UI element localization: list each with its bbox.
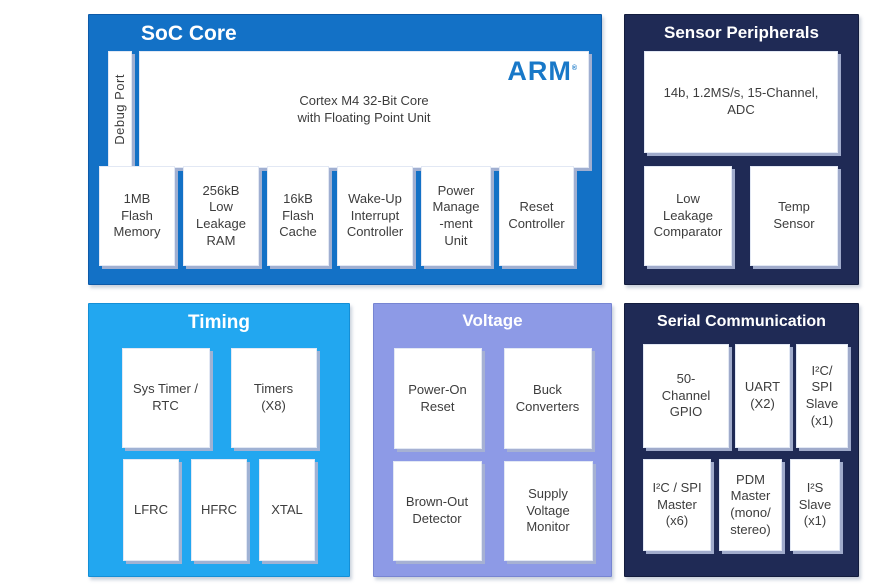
block-sys-timer-rtc: Sys Timer / RTC: [121, 348, 210, 448]
panel-voltage: Voltage Power-On Reset Buck Converters B…: [373, 303, 612, 577]
serial-communication-title: Serial Communication: [657, 313, 826, 330]
block-cortex-m4-core: Cortex M4 32-Bit Core with Floating Poin…: [139, 51, 589, 168]
timing-block-row-2: LFRC HFRC XTAL: [89, 459, 349, 561]
block-flash-cache: 16kB Flash Cache: [267, 166, 329, 266]
block-adc: 14b, 1.2MS/s, 15-Channel, ADC: [644, 51, 838, 153]
block-supply-voltage-monitor: Supply Voltage Monitor: [503, 461, 593, 561]
panel-soc-core: SoC Core Debug Port Cortex M4 32-Bit Cor…: [88, 14, 602, 285]
block-brown-out-detector: Brown-Out Detector: [392, 461, 482, 561]
arm-trademark-mark: ®: [571, 65, 578, 72]
block-low-leakage-ram: 256kB Low Leakage RAM: [183, 166, 259, 266]
soc-core-title: SoC Core: [141, 22, 237, 45]
block-temp-sensor: Temp Sensor: [750, 166, 838, 266]
panel-serial-communication: Serial Communication 50- Channel GPIO UA…: [624, 303, 859, 577]
sensor-peripherals-title: Sensor Peripherals: [664, 23, 819, 42]
block-uart: UART (X2): [735, 344, 790, 448]
block-hfrc: HFRC: [191, 459, 247, 561]
panel-timing: Timing Sys Timer / RTC Timers (X8) LFRC …: [88, 303, 350, 577]
block-buck-converters: Buck Converters: [503, 348, 592, 449]
debug-port-label: Debug Port: [111, 74, 127, 145]
block-i2s-slave: I²S Slave (x1): [790, 459, 840, 551]
cortex-m4-label: Cortex M4 32-Bit Core with Floating Poin…: [297, 92, 431, 125]
panel-sensor-peripherals: Sensor Peripherals 14b, 1.2MS/s, 15-Chan…: [624, 14, 859, 285]
block-power-on-reset: Power-On Reset: [393, 348, 482, 449]
block-i2c-spi-master: I²C / SPI Master (x6): [643, 459, 711, 551]
soc-core-block-row: 1MB Flash Memory 256kB Low Leakage RAM 1…: [99, 166, 574, 266]
voltage-block-row-1: Power-On Reset Buck Converters: [374, 348, 611, 449]
serial-block-row-1: 50- Channel GPIO UART (X2) I²C/ SPI Slav…: [643, 344, 848, 448]
block-low-leakage-comparator: Low Leakage Comparator: [644, 166, 732, 266]
block-reset-controller: Reset Controller: [499, 166, 574, 266]
voltage-title: Voltage: [462, 311, 523, 330]
block-flash-memory: 1MB Flash Memory: [99, 166, 175, 266]
block-i2c-spi-slave: I²C/ SPI Slave (x1): [796, 344, 848, 448]
voltage-block-row-2: Brown-Out Detector Supply Voltage Monito…: [374, 461, 611, 561]
block-xtal: XTAL: [259, 459, 315, 561]
block-lfrc: LFRC: [123, 459, 179, 561]
block-wakeup-interrupt-controller: Wake-Up Interrupt Controller: [337, 166, 413, 266]
block-pdm-master: PDM Master (mono/ stereo): [719, 459, 782, 551]
block-timers-x8: Timers (X8): [230, 348, 317, 448]
timing-block-row-1: Sys Timer / RTC Timers (X8): [89, 348, 349, 448]
block-gpio: 50- Channel GPIO: [643, 344, 729, 448]
arm-logo: ARM®: [507, 56, 578, 86]
block-power-management-unit: Power Manage -ment Unit: [421, 166, 491, 266]
sensor-block-row: Low Leakage Comparator Temp Sensor: [644, 166, 838, 266]
block-debug-port: Debug Port: [108, 51, 132, 168]
serial-block-row-2: I²C / SPI Master (x6) PDM Master (mono/ …: [643, 459, 840, 551]
timing-title: Timing: [188, 312, 250, 333]
